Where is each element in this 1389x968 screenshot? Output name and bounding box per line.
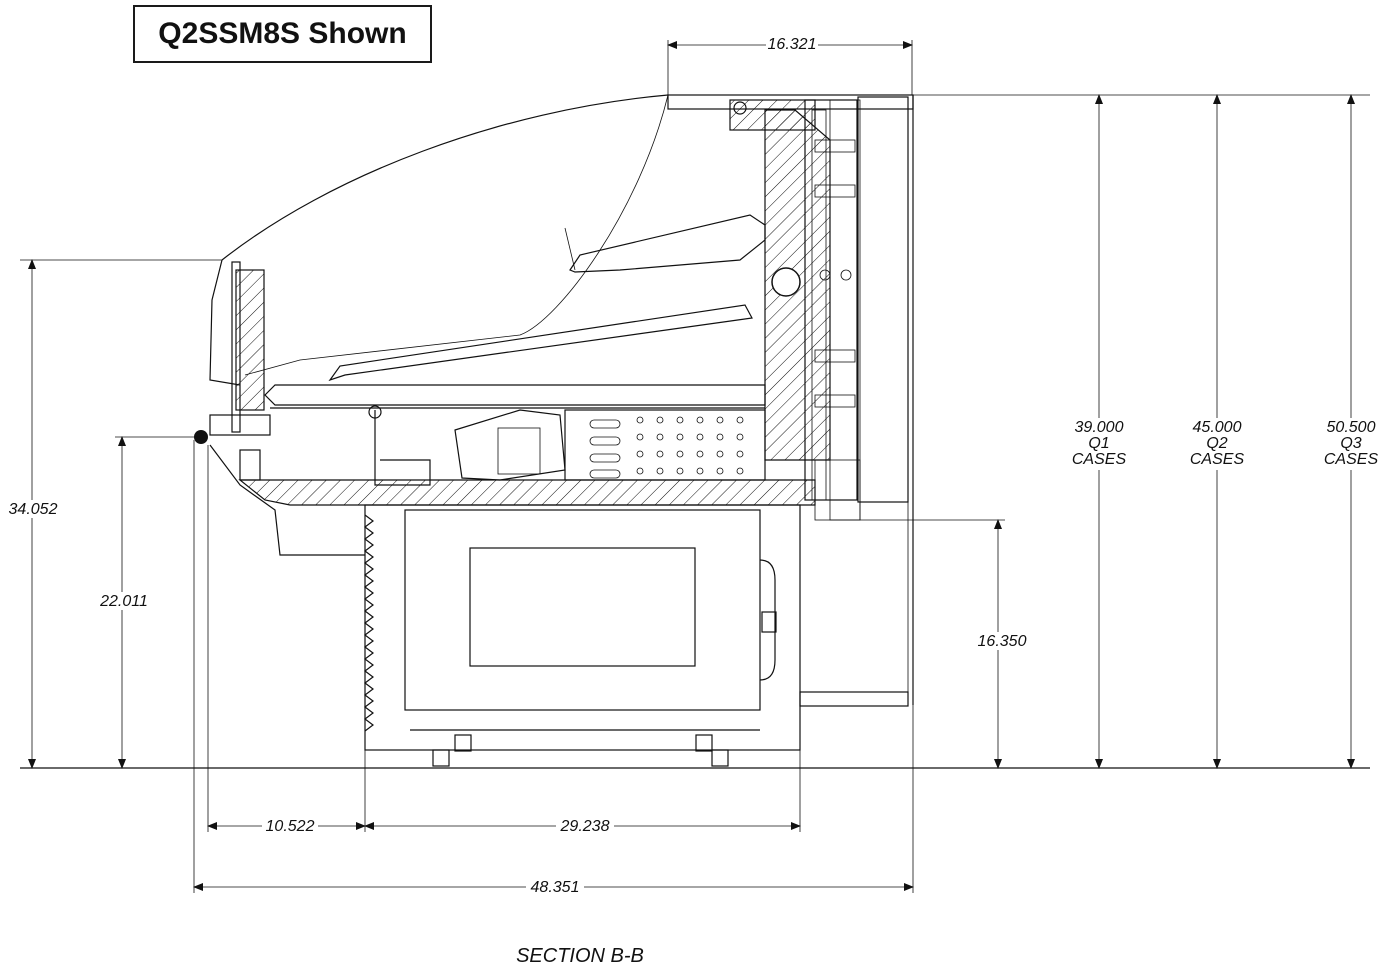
coil-slot-3	[589, 453, 621, 463]
canopy-light-icon	[733, 101, 747, 115]
front-skirt	[209, 444, 365, 556]
diagram-title: Q2SSM8S Shown	[158, 17, 407, 50]
case-height-q3: 50.500 Q3 CASES	[1320, 418, 1382, 470]
bracket-2	[814, 184, 856, 198]
case-height-unit: CASES	[1190, 451, 1245, 468]
base-pan	[238, 479, 816, 506]
case-height-value: 50.500	[1327, 419, 1376, 436]
front-corner	[239, 449, 261, 481]
dim-rear-height: 16.350	[978, 633, 1027, 650]
rear-piping	[759, 559, 776, 681]
front-riser	[235, 269, 265, 411]
dim-front-offset: 10.522	[266, 818, 315, 835]
section-caption: SECTION B-B	[516, 945, 644, 967]
front-louver	[364, 514, 374, 732]
upper-shelf-lip	[564, 227, 576, 271]
coil-grille	[497, 427, 541, 475]
dim-top-depth: 16.321	[768, 36, 817, 53]
front-glass-outer	[221, 94, 669, 261]
display-deck	[264, 384, 766, 406]
rear-duct-hole-icon	[771, 267, 801, 297]
front-bumper	[209, 414, 271, 436]
front-leveler	[454, 734, 472, 752]
coil-slot-4	[589, 469, 621, 479]
coil-assembly	[454, 409, 766, 481]
rear-door	[857, 96, 909, 503]
rear-base-bracket	[814, 459, 861, 521]
front-post	[231, 261, 241, 433]
dimensions: 16.321 34.052 22.011 16.350 39.000 Q1 CA…	[5, 36, 1382, 896]
bracket-1	[814, 139, 856, 153]
case-height-value: 45.000	[1193, 419, 1242, 436]
base-cabinet	[364, 504, 801, 751]
drain-pipe	[374, 410, 431, 486]
dim-overall-height: 34.052	[9, 501, 58, 518]
upper-shelf	[569, 214, 766, 273]
access-window	[469, 547, 696, 667]
bracket-3	[814, 349, 856, 363]
front-foot	[432, 749, 450, 767]
coil-slot-1	[589, 419, 621, 429]
lower-shelf	[328, 304, 753, 382]
rear-flue-inner	[811, 109, 827, 501]
bracket-4	[814, 394, 856, 408]
front-glass-inner	[244, 94, 669, 376]
rear-leveler	[695, 734, 713, 752]
base-access-panel	[404, 509, 761, 711]
front-nose	[209, 259, 241, 386]
rear-valve	[761, 611, 777, 633]
case-height-q2: 45.000 Q2 CASES	[1186, 418, 1248, 470]
flue-hole-2-icon	[840, 269, 852, 281]
case-height-model: Q1	[1088, 435, 1109, 452]
title-box: Q2SSM8S Shown	[133, 5, 432, 63]
coil-housing	[454, 409, 566, 481]
coil-holes	[636, 416, 744, 475]
dim-overall-depth: 48.351	[531, 879, 580, 896]
rear-foot	[711, 749, 729, 767]
rear-kickplate	[799, 691, 909, 707]
rear-flue-outer	[829, 99, 861, 521]
dim-front-height: 22.011	[99, 593, 148, 610]
flue-hole-1-icon	[819, 269, 831, 281]
coil-slot-2	[589, 436, 621, 446]
case-height-unit: CASES	[1324, 451, 1379, 468]
display-case	[20, 94, 1370, 769]
case-height-unit: CASES	[1072, 451, 1127, 468]
case-height-value: 39.000	[1075, 419, 1124, 436]
case-height-model: Q2	[1206, 435, 1227, 452]
drain-fitting-icon	[368, 405, 382, 419]
case-height-q1: 39.000 Q1 CASES	[1068, 418, 1130, 470]
case-height-model: Q3	[1340, 435, 1361, 452]
bumper-knob-icon	[194, 430, 208, 444]
dim-base-width: 29.238	[560, 818, 610, 835]
